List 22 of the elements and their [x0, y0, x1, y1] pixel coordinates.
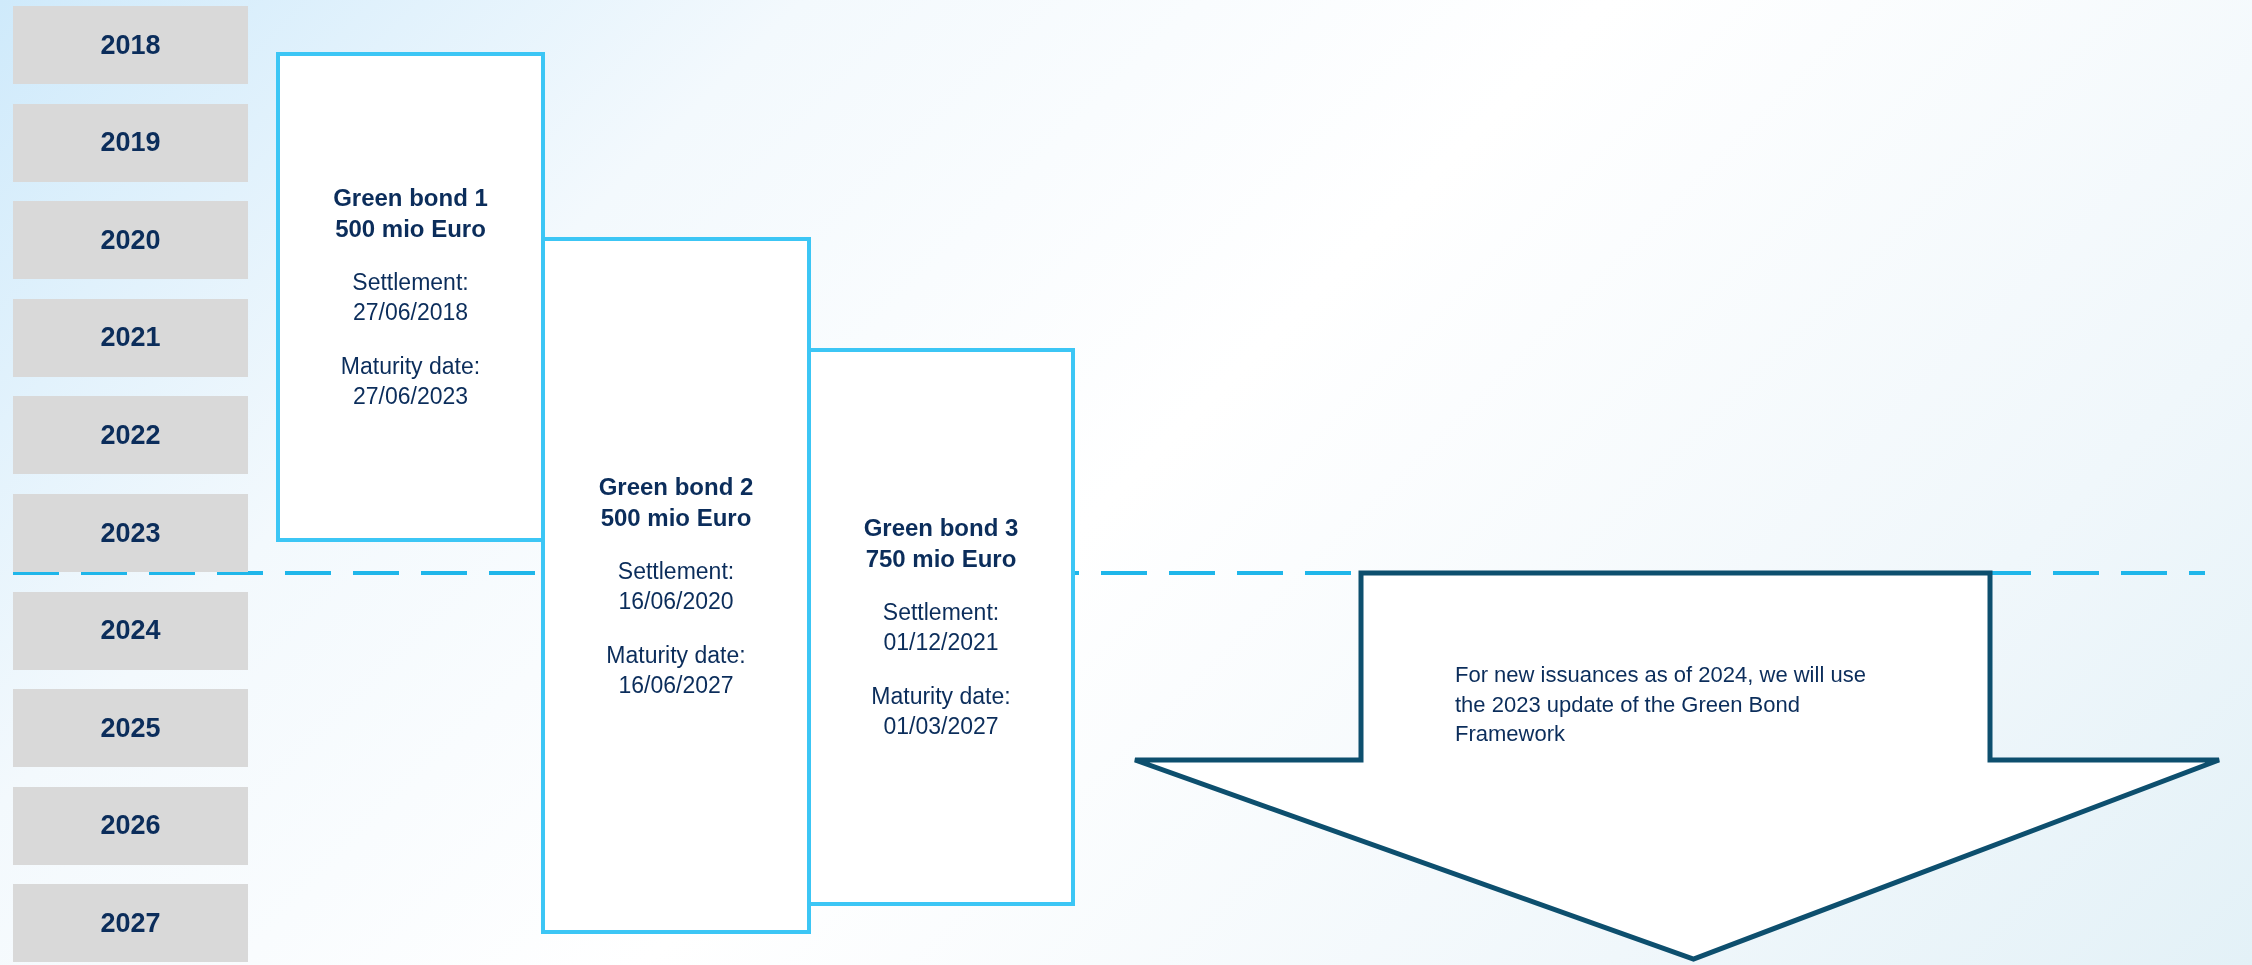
bond-detail: Settlement: 01/12/2021	[881, 598, 1001, 658]
bond-box	[541, 237, 811, 934]
bond-detail: Settlement: 16/06/2020	[616, 556, 736, 616]
bond-title: Green bond 2 500 mio Euro	[597, 471, 755, 533]
bond-title: Green bond 3 750 mio Euro	[862, 513, 1020, 575]
year-box: 2018	[13, 6, 248, 84]
year-box: 2026	[13, 786, 248, 865]
year-box: 2024	[13, 591, 248, 670]
bond-detail: Settlement: 27/06/2018	[351, 268, 470, 328]
year-box: 2021	[13, 298, 248, 377]
bond-detail: Maturity date: 16/06/2027	[605, 640, 747, 700]
bond-box	[276, 52, 545, 542]
year-box: 2023	[13, 494, 248, 572]
bond-title: Green bond 1 500 mio Euro	[332, 183, 489, 245]
year-box: 2019	[13, 103, 248, 182]
bond-detail: Maturity date: 27/06/2023	[339, 352, 482, 412]
bond-detail: Maturity date: 01/03/2027	[870, 682, 1012, 742]
year-box: 2022	[13, 396, 248, 475]
year-box: 2027	[13, 884, 248, 963]
year-box: 2025	[13, 689, 248, 768]
note-text: For new issuances as of 2024, we will use the 2023 update of the Green Bond Framework	[1455, 661, 1867, 749]
year-box: 2020	[13, 201, 248, 280]
